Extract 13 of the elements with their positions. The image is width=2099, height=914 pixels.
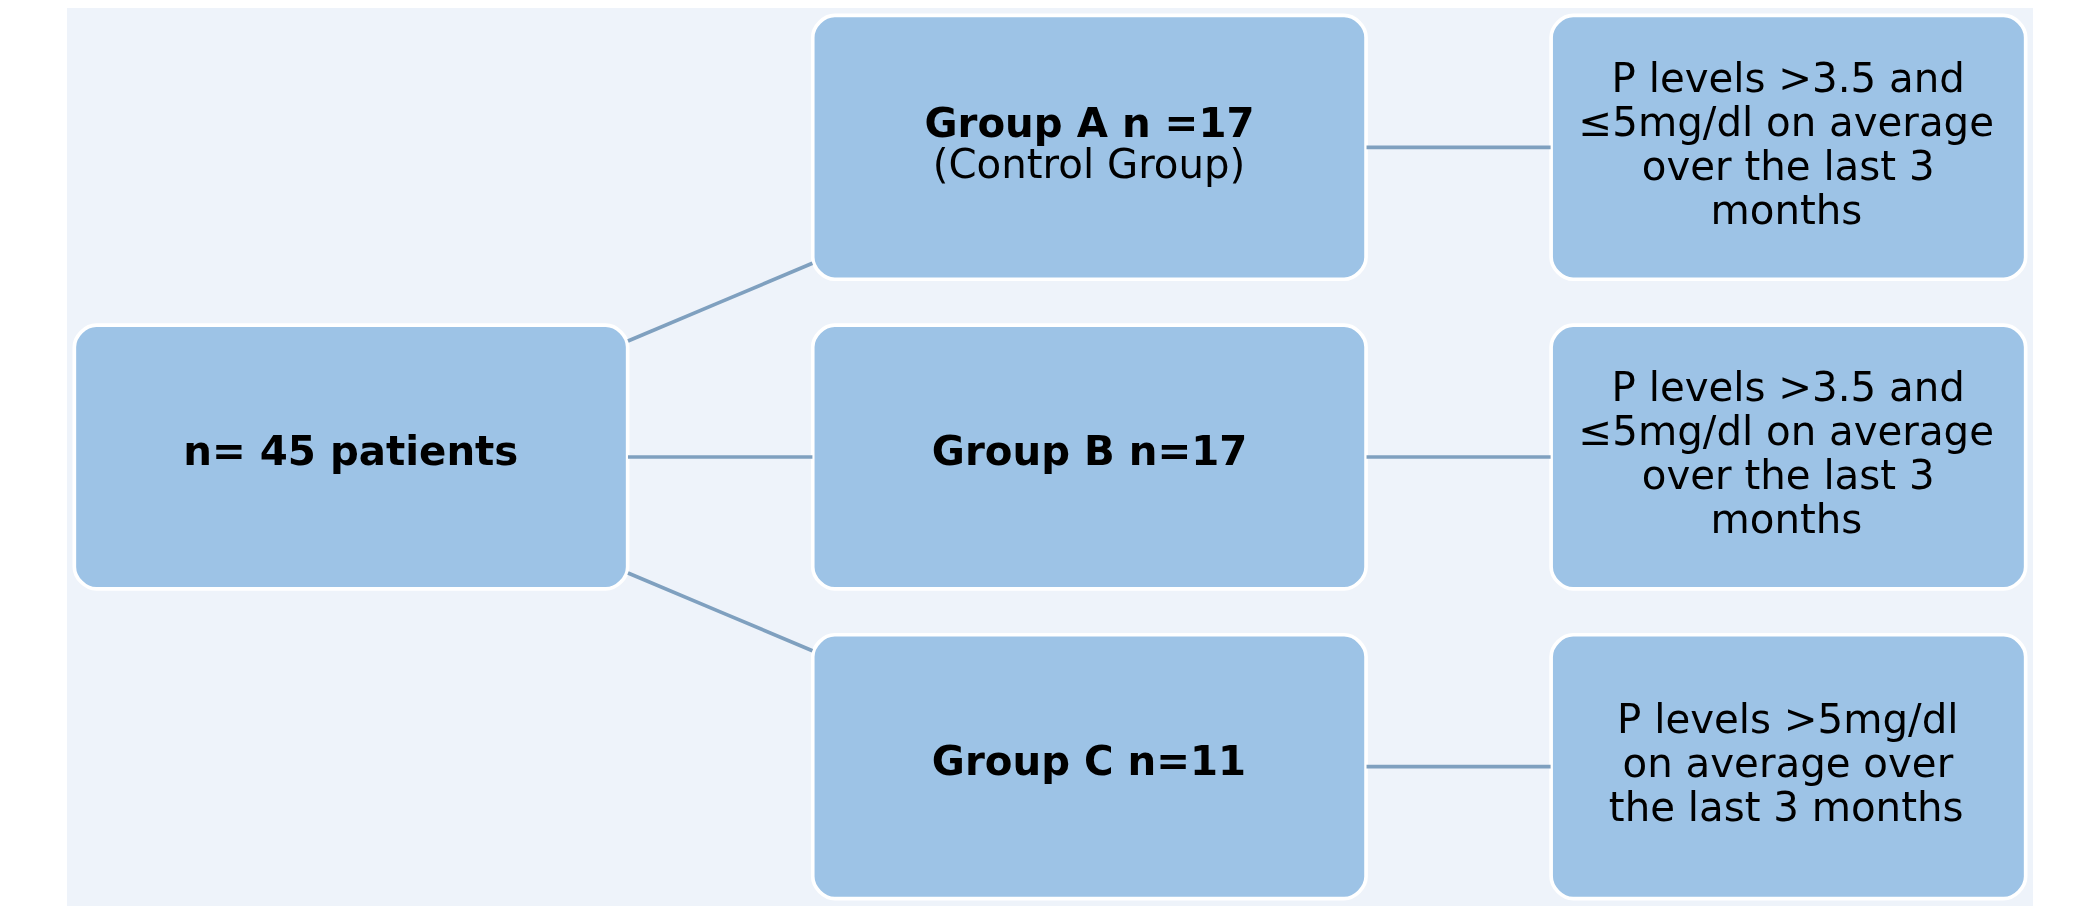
connector (1366, 455, 1551, 459)
node-box: P levels >3.5 and ≤5mg/dl on average over the last 3 months (1548, 13, 2027, 282)
connector (626, 571, 813, 653)
connector (626, 261, 813, 343)
connector (627, 455, 812, 459)
node-box: Group C n=11 (810, 632, 1368, 901)
connector (1366, 764, 1551, 769)
node-box: n= 45 patients (72, 323, 629, 591)
node-box: P levels >5mg/dl on average over the last 3 months (1548, 632, 2027, 901)
node-box: Group B n=17 (810, 323, 1368, 591)
node-box: P levels >3.5 and ≤5mg/dl on average over the last 3 months (1548, 323, 2027, 591)
node-box: Group A n =17 (Control Group) (810, 13, 1368, 282)
connector (1366, 145, 1551, 150)
